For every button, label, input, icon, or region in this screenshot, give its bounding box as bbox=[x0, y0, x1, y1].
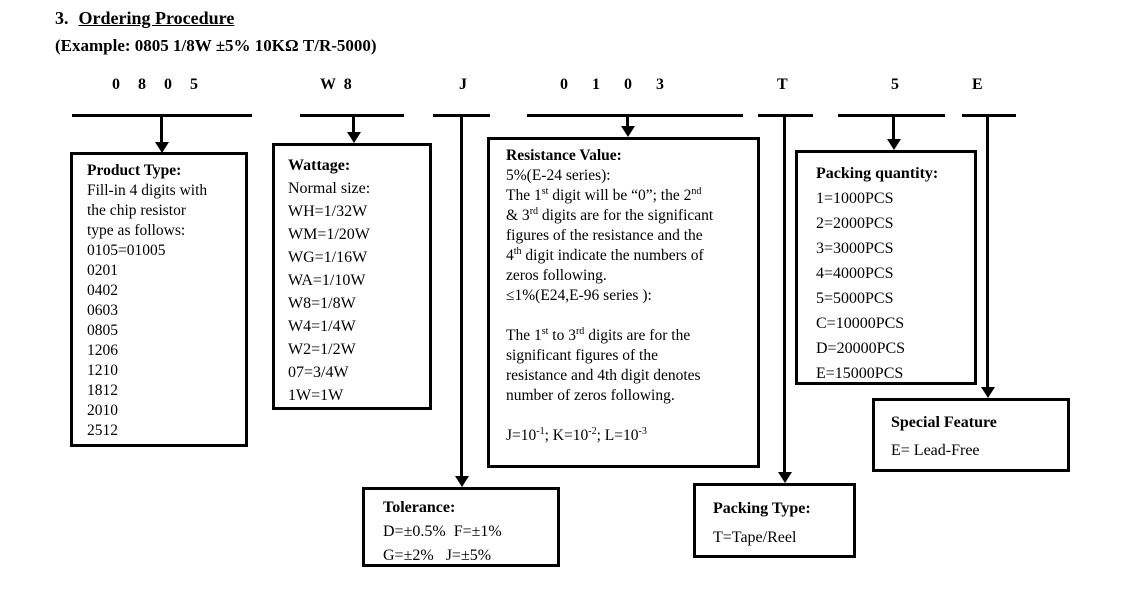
special-feature-connector-line bbox=[986, 114, 989, 388]
product-type-box-body: Fill-in 4 digits with the chip resistor … bbox=[87, 182, 208, 439]
product-type-arrow-icon bbox=[155, 142, 169, 153]
wattage-box: Wattage: Normal size: WH=1/32W WM=1/20W … bbox=[272, 143, 432, 410]
resistance-value-box-body: 5%(E-24 series):The 1st digit will be “0… bbox=[506, 167, 714, 444]
product-type-box: Product Type: Fill-in 4 digits with the … bbox=[70, 152, 248, 447]
resistance-value-box: Resistance Value: 5%(E-24 series):The 1s… bbox=[487, 137, 760, 468]
special-feature-box-title: Special Feature bbox=[891, 414, 997, 431]
code-special-feature: E bbox=[972, 76, 983, 93]
code-wattage: W 8 bbox=[320, 76, 354, 93]
packing-quantity-box: Packing quantity: 1=1000PCS 2=2000PCS 3=… bbox=[795, 150, 977, 385]
wattage-arrow-icon bbox=[347, 132, 361, 143]
product-type-box-title: Product Type: bbox=[87, 162, 182, 179]
product-type-connector-line bbox=[160, 114, 163, 143]
resistance-underline bbox=[527, 114, 743, 117]
packing-quantity-box-body: 1=1000PCS 2=2000PCS 3=3000PCS 4=4000PCS … bbox=[816, 190, 906, 382]
tolerance-box: Tolerance: D=±0.5% F=±1% G=±2% J=±5% bbox=[362, 487, 560, 567]
resistance-value-box-title: Resistance Value: bbox=[506, 147, 622, 164]
special-feature-arrow-icon bbox=[981, 387, 995, 398]
tolerance-arrow-icon bbox=[455, 476, 469, 487]
packing-type-arrow-icon bbox=[778, 472, 792, 483]
packing-quantity-arrow-icon bbox=[887, 139, 901, 150]
tolerance-connector-line bbox=[460, 114, 463, 477]
packing-quantity-connector-line bbox=[892, 114, 895, 140]
code-product-type: 0 8 0 5 bbox=[112, 76, 205, 93]
code-packing-quantity: 5 bbox=[891, 76, 899, 93]
packing-type-box-title: Packing Type: bbox=[713, 500, 811, 517]
wattage-connector-line bbox=[352, 114, 355, 133]
special-feature-underline bbox=[962, 114, 1016, 117]
wattage-box-body: Normal size: WH=1/32W WM=1/20W WG=1/16W … bbox=[288, 180, 371, 404]
packing-quantity-box-title: Packing quantity: bbox=[816, 165, 939, 182]
packing-type-connector-line bbox=[783, 114, 786, 473]
tolerance-box-body: D=±0.5% F=±1% G=±2% J=±5% bbox=[383, 523, 502, 564]
code-packing-type: T bbox=[777, 76, 788, 93]
packing-type-box-body: T=Tape/Reel bbox=[713, 529, 797, 546]
code-resistance-value: 0 1 0 3 bbox=[560, 76, 674, 93]
wattage-box-title: Wattage: bbox=[288, 157, 351, 174]
resistance-arrow-icon bbox=[621, 126, 635, 137]
section-title: Ordering Procedure bbox=[78, 8, 235, 28]
tolerance-box-title: Tolerance: bbox=[383, 499, 456, 516]
packing-quantity-underline bbox=[838, 114, 945, 117]
packing-type-box: Packing Type: T=Tape/Reel bbox=[693, 483, 856, 558]
special-feature-box-body: E= Lead-Free bbox=[891, 442, 980, 459]
example-line: (Example: 0805 1/8W ±5% 10KΩ T/R-5000) bbox=[55, 36, 377, 55]
special-feature-box: Special Feature E= Lead-Free bbox=[872, 398, 1070, 472]
section-heading: 3. Ordering Procedure bbox=[55, 8, 234, 29]
section-number: 3. bbox=[55, 8, 69, 28]
code-tolerance: J bbox=[459, 76, 467, 93]
resistance-connector-line bbox=[626, 114, 629, 127]
